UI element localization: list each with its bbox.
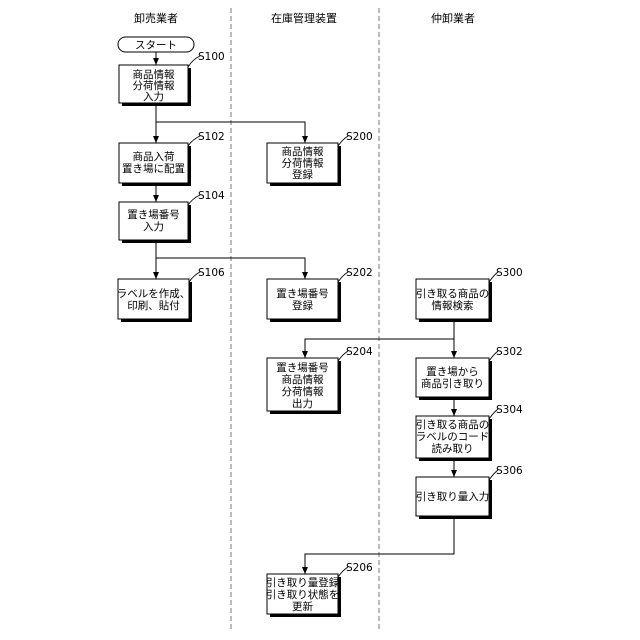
step-S100: 商品情報 分荷情報 入力 [119,65,191,106]
step-S206: 引き取り量登録 引き取り状態を 更新 [266,574,341,617]
svg-text:S302: S302 [496,346,523,358]
svg-text:商品引き取り: 商品引き取り [421,377,484,390]
step-label-S300: S300 [489,267,523,282]
svg-text:商品情報: 商品情報 [282,145,324,158]
svg-text:ラベルのコード: ラベルのコード [416,431,490,443]
step-S304: 引き取る商品の ラベルのコード 読み取り [416,416,492,461]
step-label-S206: S206 [338,562,373,577]
svg-text:置き場に配置: 置き場に配置 [122,162,185,175]
svg-text:情報検索: 情報検索 [432,299,474,312]
step-S102: 商品入荷 置き場に配置 [119,143,191,186]
lane-header-intermediary: 仲卸業者 [431,11,475,25]
step-label-S204: S204 [338,346,373,361]
svg-text:引き取り量入力: 引き取り量入力 [416,490,490,503]
svg-text:引き取り量登録: 引き取り量登録 [266,576,340,589]
lane-header-wholesaler: 卸売業者 [134,11,178,25]
svg-text:読み取り: 読み取り [432,442,474,455]
step-label-S202: S202 [338,267,373,282]
svg-text:引き取り状態を: 引き取り状態を [266,588,340,601]
step-S300: 引き取る商品の 情報検索 [416,279,492,322]
step-S302: 置き場から 商品引き取り [416,358,492,400]
svg-text:S200: S200 [346,131,373,143]
svg-text:S300: S300 [496,267,523,279]
svg-text:S202: S202 [346,267,373,279]
svg-text:S100: S100 [198,51,225,63]
svg-text:置き場番号: 置き場番号 [127,208,180,221]
svg-text:S206: S206 [346,562,373,574]
lane-header-inventory-system: 在庫管理装置 [271,11,337,25]
svg-text:商品入荷: 商品入荷 [133,150,175,163]
svg-text:印刷、貼付: 印刷、貼付 [127,299,180,312]
step-S204: 置き場番号 商品情報 分荷情報 出力 [267,358,341,414]
step-label-S200: S200 [338,131,373,146]
svg-text:S304: S304 [496,404,523,416]
svg-text:登録: 登録 [292,168,313,181]
step-label-S102: S102 [188,131,225,146]
svg-text:置き場番号: 置き場番号 [276,287,329,300]
step-label-S306: S306 [489,465,523,480]
svg-text:S102: S102 [198,131,225,143]
svg-text:S204: S204 [346,346,373,358]
step-label-S106: S106 [189,267,225,282]
svg-text:ラベルを作成、: ラベルを作成、 [117,288,191,300]
svg-text:置き場番号: 置き場番号 [276,361,329,374]
svg-text:分荷情報: 分荷情報 [282,385,324,398]
step-S202: 置き場番号 登録 [267,279,341,322]
step-label-S304: S304 [489,404,523,419]
svg-text:S306: S306 [496,465,523,477]
svg-text:分荷情報: 分荷情報 [282,157,324,170]
step-S200: 商品情報 分荷情報 登録 [267,143,341,186]
svg-text:入力: 入力 [143,90,164,103]
svg-text:出力: 出力 [292,397,313,410]
svg-text:置き場から: 置き場から [426,365,479,378]
svg-text:更新: 更新 [292,600,313,613]
svg-text:スタート: スタート [135,40,177,52]
svg-text:登録: 登録 [292,299,313,312]
start-terminal: スタート [118,37,194,52]
svg-text:引き取る商品の: 引き取る商品の [416,418,490,431]
svg-text:S106: S106 [198,267,225,279]
step-S306: 引き取り量入力 [416,477,492,519]
step-label-S100: S100 [188,51,225,67]
step-label-S104: S104 [188,190,225,205]
step-label-S302: S302 [489,346,523,361]
svg-text:商品情報: 商品情報 [282,373,324,386]
svg-text:入力: 入力 [143,220,164,233]
svg-text:引き取る商品の: 引き取る商品の [416,287,490,300]
svg-text:S104: S104 [198,190,225,202]
step-S106: ラベルを作成、 印刷、貼付 [117,279,192,322]
step-S104: 置き場番号 入力 [119,202,191,243]
